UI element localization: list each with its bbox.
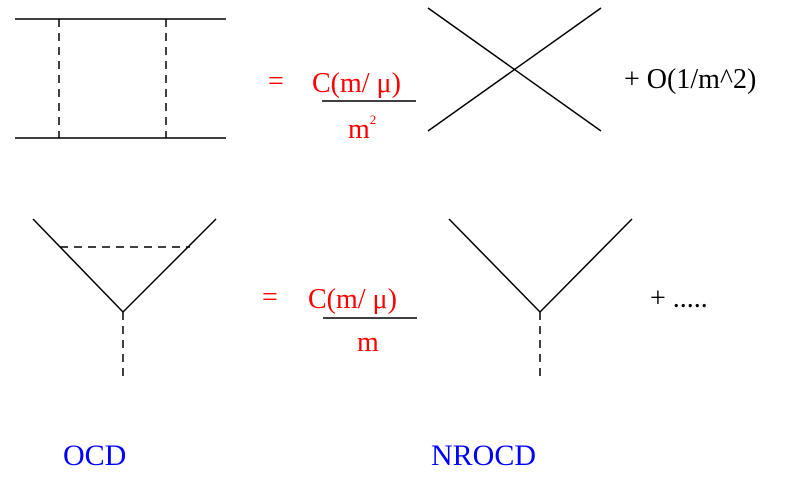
contact-line-b [427, 7, 602, 132]
row1-equals-sign: = [268, 66, 284, 97]
tree-left-leg [448, 218, 541, 313]
row2-coefficient-denominator: m [357, 327, 379, 358]
tree-right-leg [539, 218, 633, 313]
vertex-right-leg [122, 218, 217, 313]
row2-remainder: + ..... [650, 283, 708, 314]
contact-vertex-diagram [427, 7, 602, 132]
row1-coefficient-denominator: m2 [348, 112, 376, 145]
row1-remainder: + O(1/m^2) [624, 64, 756, 95]
row2-equals-sign: = [262, 282, 278, 313]
vertex-left-leg [32, 218, 124, 313]
box-diagram [15, 18, 226, 139]
vertex-correction-diagram [32, 218, 217, 380]
caption-right: NROCD [431, 439, 536, 472]
tree-vertex-diagram [448, 218, 633, 380]
row2-coefficient-numerator: C(m/ μ) [308, 284, 397, 315]
row1-coefficient-numerator: C(m/ μ) [312, 68, 401, 99]
caption-left: OCD [63, 439, 126, 472]
